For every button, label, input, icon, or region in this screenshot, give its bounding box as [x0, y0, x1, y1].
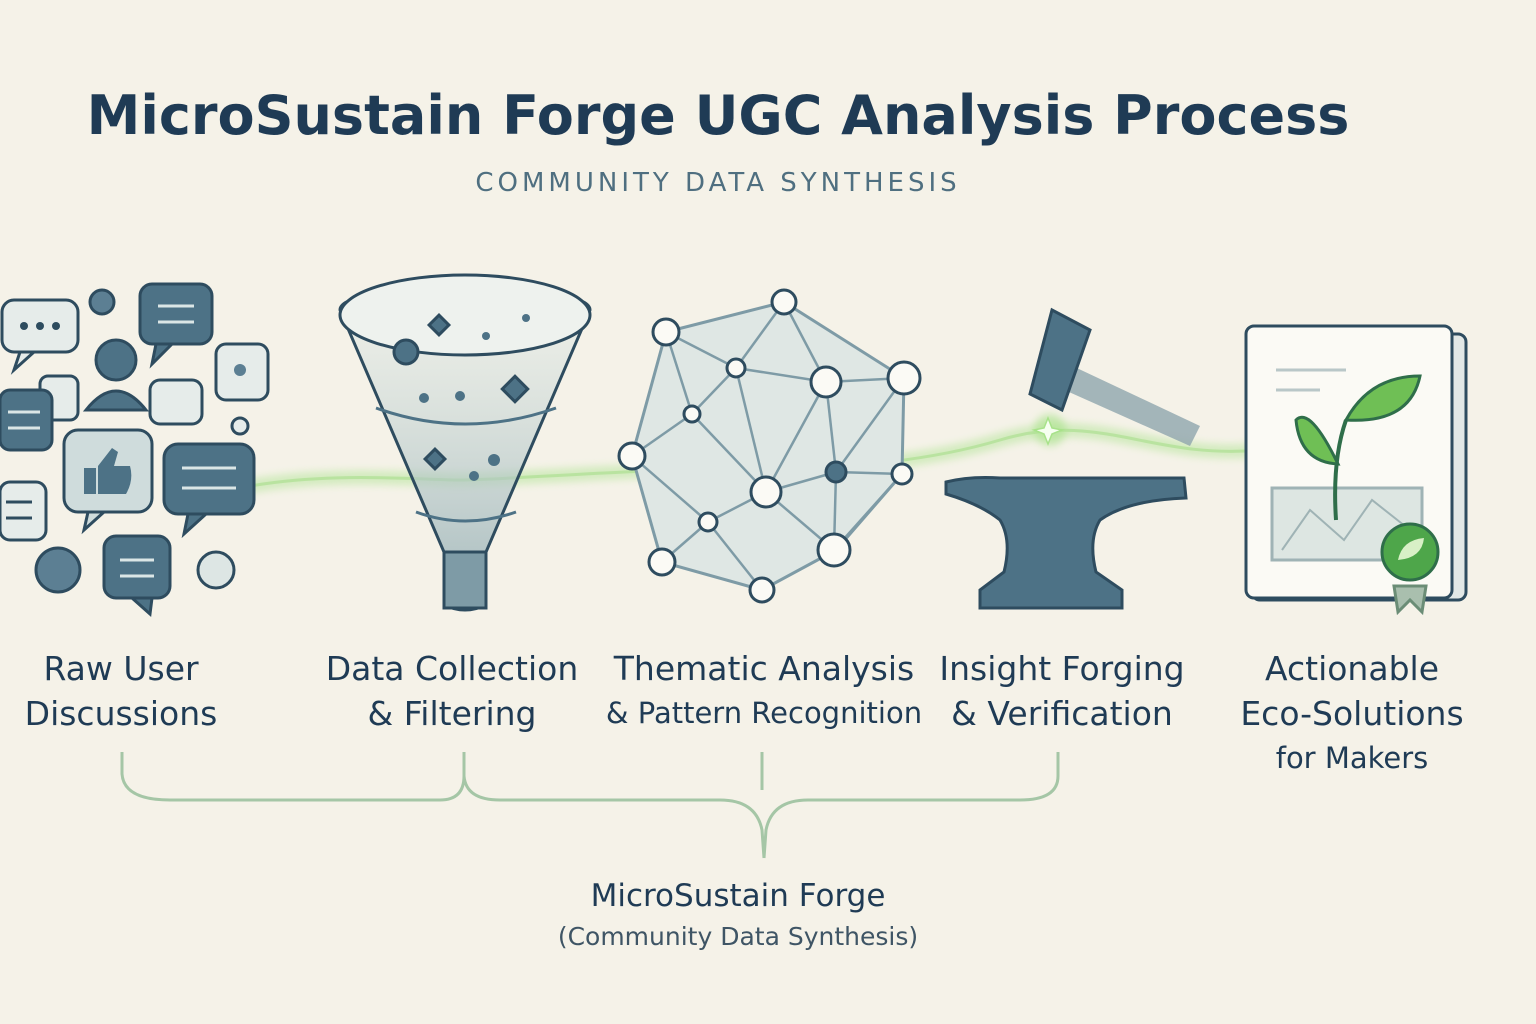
- network-graph-icon: [617, 288, 922, 604]
- page-title: MicroSustain Forge UGC Analysis Process: [86, 84, 1350, 147]
- step-label-forging: Insight Forging & Verification: [939, 649, 1185, 733]
- funnel-icon: [338, 273, 592, 612]
- page-subtitle: COMMUNITY DATA SYNTHESIS: [475, 168, 961, 198]
- bracket-caption: MicroSustain Forge (Community Data Synth…: [438, 878, 1038, 951]
- step-label-eco-solutions: Actionable Eco-Solutions for Makers: [1240, 649, 1464, 775]
- sprout-document-icon: [1244, 324, 1468, 616]
- process-bracket: [120, 752, 1060, 859]
- hammer-anvil-icon: [944, 307, 1200, 610]
- chat-bubbles-icon: [0, 282, 270, 618]
- bracket-title: MicroSustain Forge: [590, 878, 886, 914]
- step-label-collection: Data Collection & Filtering: [325, 649, 579, 733]
- step-label-raw-discussions: Raw User Discussions: [24, 649, 218, 733]
- bracket-subtitle: (Community Data Synthesis): [557, 922, 919, 951]
- step-label-thematic: Thematic Analysis & Pattern Recognition: [605, 649, 923, 730]
